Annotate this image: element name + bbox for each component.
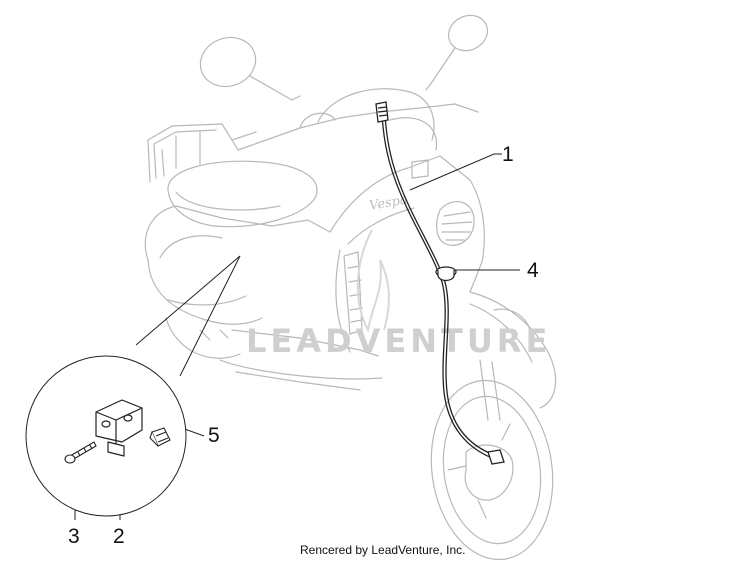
leg-shield: [329, 155, 485, 293]
cable-connector-bottom: [487, 449, 505, 465]
front-wheel: [430, 379, 554, 561]
callout-5: 5: [208, 424, 220, 447]
cable-clip-icon: [435, 266, 457, 282]
callout-2: 2: [113, 525, 125, 548]
right-mirror: [447, 14, 489, 52]
floorboard: [231, 329, 379, 357]
horn-grille: [436, 201, 475, 246]
callout-1: 1: [502, 143, 514, 166]
spring-clip-icon: [149, 427, 171, 447]
seat: [167, 160, 318, 228]
screw-icon: [64, 441, 97, 464]
front-fender: [469, 291, 557, 409]
rear-body: [144, 205, 331, 261]
side-grille: [343, 251, 363, 335]
rear-rack: [147, 123, 233, 183]
watermark-text: LEADVENTURE: [246, 322, 551, 360]
speedometer-cable: [375, 101, 505, 465]
callout-4: 4: [527, 259, 539, 282]
watermark-flame-icon: [356, 229, 390, 333]
handlebar: [237, 103, 479, 151]
left-mirror: [199, 36, 257, 88]
credit-text: Rencered by LeadVenture, Inc.: [300, 543, 465, 557]
callout-3: 3: [68, 525, 80, 548]
bracket-icon: [95, 399, 143, 457]
badge-plate: [411, 159, 429, 179]
badge-script: Vespa: [368, 192, 409, 213]
detail-magnifier: [25, 255, 241, 517]
scooter-outline: [144, 14, 557, 561]
